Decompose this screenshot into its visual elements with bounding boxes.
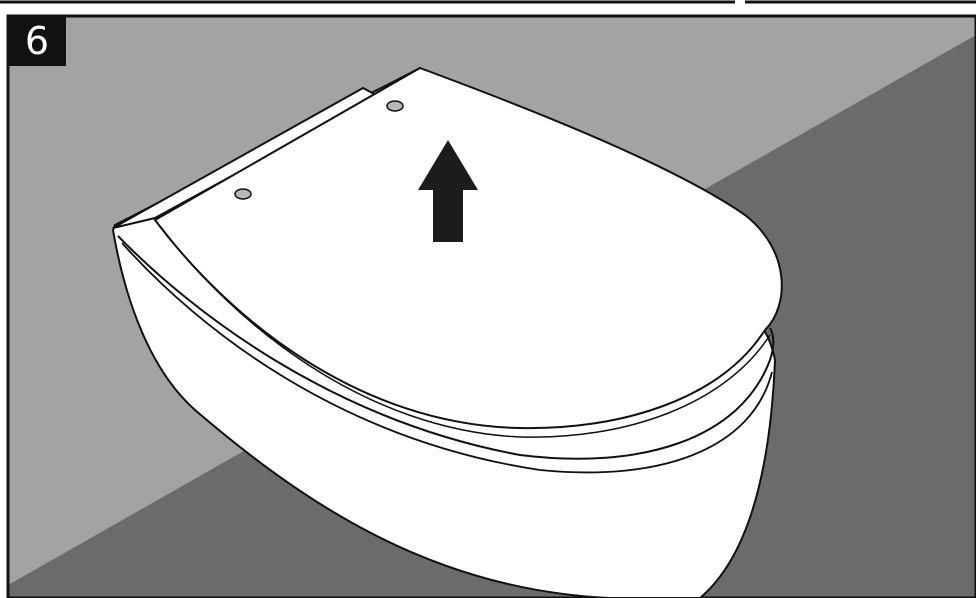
hinge-cap-right [386,100,404,112]
bowl-rim-line [121,242,773,474]
lid-edge [159,225,771,438]
panel-border [6,14,976,598]
step-number-badge: 6 [8,16,66,66]
hinge-cap-left [234,188,252,200]
seat-lid [153,66,783,430]
seat-ring [117,235,775,460]
arrow-up-icon [418,140,478,242]
